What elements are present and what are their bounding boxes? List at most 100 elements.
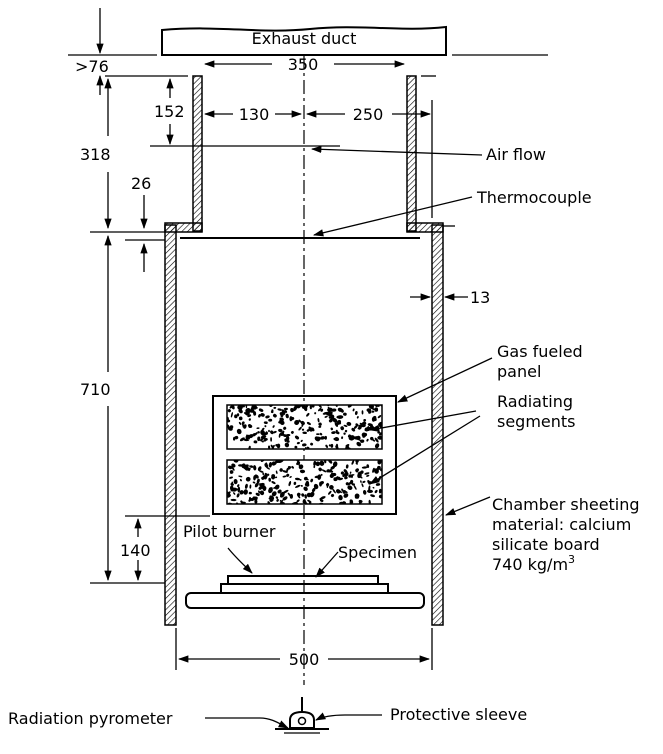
porous-grain — [262, 435, 267, 439]
porous-grain — [288, 480, 292, 487]
porous-grain — [247, 410, 250, 414]
porous-grain — [313, 483, 319, 490]
porous-grain — [270, 444, 274, 449]
porous-grain — [259, 470, 264, 473]
porous-grain — [273, 413, 277, 418]
porous-grain — [249, 409, 255, 413]
porous-grain — [229, 470, 234, 474]
porous-grain — [243, 424, 247, 429]
porous-grain — [248, 425, 252, 428]
porous-grain — [358, 499, 363, 503]
porous-grain — [281, 409, 286, 415]
porous-grain — [327, 405, 330, 407]
porous-grain — [302, 499, 306, 504]
porous-grain — [254, 482, 259, 488]
porous-grain — [313, 465, 316, 469]
specimen — [227, 575, 379, 585]
radiating-segments-label-line2: segments — [497, 412, 576, 431]
porous-grain — [256, 478, 260, 484]
porous-grain — [351, 427, 356, 432]
porous-grain — [278, 433, 281, 438]
porous-grain — [326, 483, 330, 487]
porous-grain — [362, 480, 366, 483]
porous-grain — [313, 460, 317, 466]
porous-grain — [278, 420, 283, 424]
chamber-right-wall — [431, 224, 444, 626]
porous-grain — [308, 427, 315, 432]
porous-grain — [257, 466, 262, 471]
porous-grain — [378, 494, 382, 499]
porous-grain — [252, 406, 258, 409]
porous-grain — [374, 489, 378, 494]
dim-152-label: 152 — [154, 102, 185, 121]
porous-grain — [329, 486, 333, 490]
porous-grain — [310, 442, 314, 446]
porous-grain — [300, 420, 305, 426]
porous-grain — [238, 421, 242, 425]
porous-grain — [284, 442, 290, 448]
porous-grain — [351, 474, 354, 479]
radiating-segments-leader-top — [368, 410, 477, 432]
air-flow-label: Air flow — [486, 145, 546, 164]
porous-grain — [377, 435, 382, 440]
porous-grain — [227, 502, 233, 504]
porous-grain — [283, 426, 287, 430]
porous-grain — [340, 426, 345, 431]
porous-grain — [266, 466, 270, 470]
porous-grain — [311, 405, 315, 408]
porous-grain — [229, 476, 233, 479]
gas-fueled-panel-label-line1: Gas fueled — [497, 342, 583, 361]
porous-grain — [332, 488, 336, 494]
porous-grain — [294, 420, 300, 425]
porous-grain — [371, 410, 375, 413]
porous-grain — [254, 474, 259, 479]
porous-grain — [320, 436, 325, 440]
gas-fueled-panel-leader — [397, 357, 493, 403]
porous-grain — [293, 481, 297, 485]
porous-grain — [316, 433, 320, 435]
porous-grain — [227, 494, 231, 498]
porous-grain — [289, 416, 295, 421]
porous-grain — [296, 441, 300, 445]
thermocouple-label: Thermocouple — [476, 188, 592, 207]
porous-grain — [343, 424, 348, 427]
porous-grain — [252, 433, 257, 437]
porous-grain — [330, 427, 334, 431]
exhaust-duct-outline — [161, 25, 447, 56]
porous-grain — [259, 490, 265, 496]
porous-grain — [349, 499, 354, 504]
porous-grain — [299, 405, 304, 407]
gas-fueled-panel-label-line2: panel — [497, 362, 541, 381]
porous-grain — [253, 411, 257, 416]
porous-grain — [355, 462, 358, 465]
porous-grain — [260, 413, 265, 417]
porous-grain — [356, 416, 359, 419]
porous-grain — [339, 501, 343, 504]
porous-grain — [302, 431, 307, 435]
porous-grain — [372, 486, 375, 489]
porous-grain — [296, 499, 300, 503]
porous-grain — [234, 435, 239, 440]
porous-grain — [282, 496, 288, 501]
porous-grain — [355, 469, 359, 473]
porous-grain — [306, 429, 310, 432]
porous-grain — [283, 489, 289, 494]
porous-grain — [240, 409, 243, 413]
porous-grain — [236, 493, 240, 498]
porous-grain — [233, 460, 239, 463]
radiation-pyrometer-leader — [205, 717, 289, 729]
chimney-left-wall — [192, 75, 203, 232]
porous-grain — [288, 467, 291, 470]
porous-grain — [372, 417, 376, 422]
porous-grain — [234, 414, 238, 419]
porous-grain — [344, 476, 348, 480]
porous-grain — [236, 413, 240, 417]
porous-grain — [368, 499, 371, 504]
porous-grain — [301, 493, 305, 497]
dim-13-label: 13 — [470, 288, 490, 307]
porous-grain — [243, 438, 250, 442]
porous-grain — [353, 425, 358, 429]
porous-grain — [295, 477, 300, 481]
porous-grain — [229, 485, 234, 491]
